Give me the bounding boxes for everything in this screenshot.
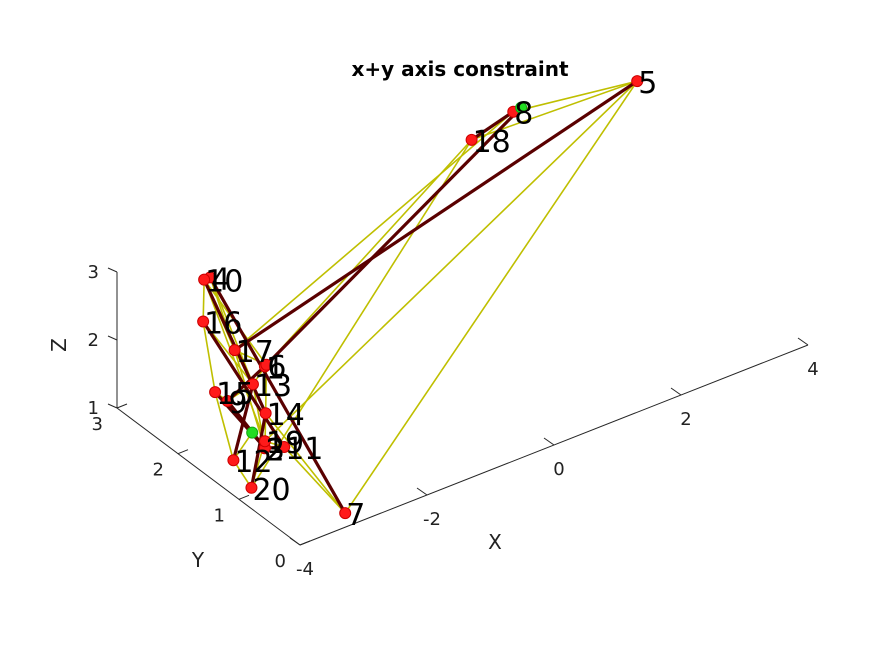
node-label: 19 [266,426,304,461]
x-tick-label: 2 [680,409,691,430]
y-axis-line [116,407,301,546]
z-tick-label: 3 [88,262,99,283]
mesh-edge [234,111,514,351]
node-label: 12 [234,445,272,480]
y-tick-mark [238,494,250,500]
z-tick-mark [107,335,118,341]
node-label: 1 [266,351,285,386]
node-point [278,441,291,454]
node-label: 20 [252,473,290,508]
x-axis-label: X [488,530,502,554]
mesh-edge [283,446,346,514]
constraint-edge [470,110,515,142]
anchor-point [246,426,259,439]
mesh-edge [250,139,473,489]
x-tick-label: 4 [807,359,818,380]
mesh-edge [202,279,205,322]
node-point [245,481,258,494]
mesh-edge [202,321,216,393]
z-tick-mark [107,267,118,273]
mesh-edge [214,391,235,461]
z-axis-label: Z [47,338,71,352]
constraint-edge [249,412,268,489]
node-label: 10 [205,265,243,300]
y-tick-label: 1 [214,505,225,526]
node-label: 4 [211,262,230,297]
node-point [631,75,644,88]
node-label: 8 [514,97,533,132]
x-tick-mark [416,487,428,496]
x-tick-label: 0 [553,459,564,480]
x-tick-label: -2 [423,509,441,530]
node-point [198,273,211,286]
x-tick-mark [670,387,682,396]
node-label: 14 [267,398,305,433]
node-point [209,386,222,399]
anchor-point [515,101,528,114]
node-label: 16 [204,307,242,342]
node-point [221,395,234,407]
node-layer [197,75,644,520]
mesh-edge [265,412,346,514]
node-label: 5 [638,66,657,101]
y-tick-label: 0 [275,551,286,572]
node-label: 2 [266,433,285,468]
constraint-edge [226,400,267,449]
node-label: 17 [236,335,274,370]
x-tick-mark [797,337,809,346]
x-tick-mark [289,537,301,546]
chart-title: x+y axis constraint [351,57,569,81]
node-label: 9 [229,386,248,421]
node-point [258,435,271,448]
constraint-edge [208,276,347,514]
node-label: 11 [285,432,323,467]
x-tick-mark [543,437,555,446]
z-tick-label: 1 [88,398,99,419]
node-label: 6 [267,350,286,385]
y-tick-label: 3 [92,414,103,435]
node-label: 7 [346,498,365,533]
node-label: 3 [266,433,285,468]
constraint-edge [233,79,639,352]
y-axis-label: Y [191,548,205,572]
node-point [227,454,240,467]
node-point [259,407,272,420]
node-point [260,358,273,371]
constraint-edge [226,363,268,403]
y-tick-mark [299,540,311,546]
node-point [228,344,241,357]
mesh-edge [265,139,473,366]
node-point [246,378,259,391]
z-tick-label: 2 [88,330,99,351]
node-label: 13 [254,369,292,404]
mesh-edge [513,80,638,113]
mesh-edge [344,80,638,514]
y-tick-mark [177,449,189,455]
constraint-edge [265,106,523,366]
node-point [465,133,478,146]
x-tick-label: -4 [296,559,314,580]
node-label: 15 [216,377,254,412]
z-tick-mark [107,403,118,409]
node-point [339,507,352,520]
y-tick-mark [116,403,128,409]
node-label: 18 [473,125,511,160]
mesh-edge [264,80,638,442]
y-tick-label: 2 [153,460,164,481]
node-point [197,315,210,328]
mesh-edge [203,279,266,442]
